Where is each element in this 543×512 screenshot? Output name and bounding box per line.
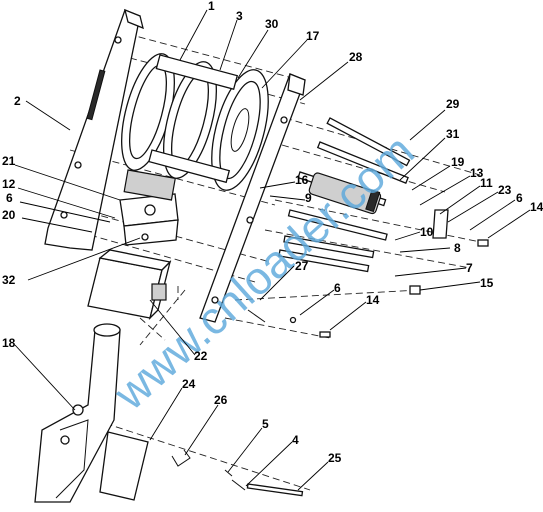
callout-label: 6 (516, 191, 523, 205)
callout-label: 1 (208, 0, 215, 13)
callout-label: 6 (6, 191, 13, 205)
callout-numbers: 1 3 30 17 28 2 29 31 21 12 6 20 16 9 19 … (2, 0, 543, 465)
callout-label: 18 (2, 336, 16, 350)
callout-label: 9 (305, 191, 312, 205)
callout-label: 20 (2, 208, 16, 222)
callout-label: 28 (349, 50, 363, 64)
hydraulic-cylinder (308, 172, 382, 215)
callout-label: 13 (470, 166, 484, 180)
callout-label: 27 (295, 259, 309, 273)
callout-label: 15 (480, 276, 494, 290)
callout-label: 17 (306, 29, 320, 43)
callout-label: 30 (265, 17, 279, 31)
left-side-plate (44, 8, 144, 251)
callout-label: 8 (454, 241, 461, 255)
callout-label: 16 (295, 173, 309, 187)
link-arm (34, 323, 121, 503)
callout-label: 10 (420, 225, 434, 239)
callout-label: 31 (446, 127, 460, 141)
callout-label: 4 (292, 433, 299, 447)
callout-label: 7 (466, 261, 473, 275)
callout-label: 32 (2, 273, 16, 287)
callout-label: 2 (14, 94, 21, 108)
callout-label: 22 (194, 349, 208, 363)
callout-label: 26 (214, 393, 228, 407)
right-side-plate (199, 73, 306, 323)
callout-label: 6 (334, 281, 341, 295)
callout-label: 5 (262, 417, 269, 431)
callout-label: 14 (366, 293, 380, 307)
callout-label: 24 (182, 377, 196, 391)
cover-plate (99, 431, 149, 501)
callout-label: 21 (2, 154, 16, 168)
bracket-block (119, 169, 179, 246)
callout-label: 3 (236, 9, 243, 23)
callout-label: 25 (328, 451, 342, 465)
leader-lines (14, 9, 531, 491)
callout-label: 11 (480, 176, 493, 190)
callout-label: 14 (530, 200, 543, 214)
sheave-assembly (121, 53, 269, 191)
small-hardware (171, 209, 489, 497)
callout-label: 19 (451, 155, 465, 169)
callout-label: 29 (446, 97, 460, 111)
callout-label: 23 (498, 183, 512, 197)
callout-label: 12 (2, 177, 16, 191)
housing-block (87, 249, 172, 321)
